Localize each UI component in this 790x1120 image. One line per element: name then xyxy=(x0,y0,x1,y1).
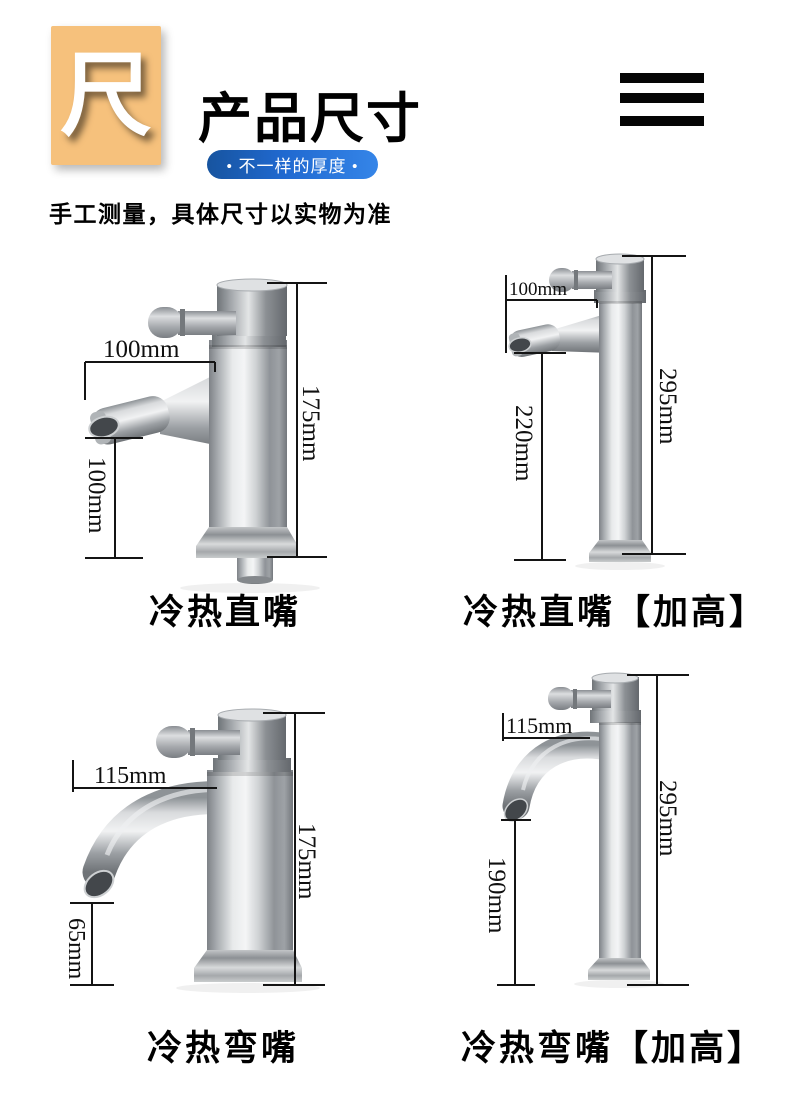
dimension-label-spout-length: 100mm xyxy=(103,336,180,363)
dimension-line-total-height xyxy=(263,712,325,986)
product-name-1: 冷热直嘴 xyxy=(148,593,301,632)
dimension-line-spout-length xyxy=(505,275,598,353)
faucet-diagram-straight-tall: 100mm 220mm 295mm xyxy=(505,253,686,570)
product-name-4: 冷热弯嘴【加高】 xyxy=(460,1029,765,1068)
handle-knob xyxy=(548,687,574,710)
dimension-label-spout-length: 100mm xyxy=(509,279,567,300)
dimension-line-spout-length xyxy=(502,713,590,741)
dimension-annotations: 115mm 190mm 295mm xyxy=(483,674,689,986)
handle-lever xyxy=(571,690,611,708)
dimension-label-spout-height: 190mm xyxy=(483,857,510,934)
faucet-illustration xyxy=(82,708,320,993)
product-name-2: 冷热直嘴【加高】 xyxy=(462,593,767,632)
dimension-annotations: 100mm 175mm 100mm xyxy=(83,282,327,559)
dimension-label-total-height: 295mm xyxy=(654,780,681,857)
dimension-line-total-height xyxy=(267,282,327,558)
spout-opening xyxy=(83,869,115,899)
product-name-3: 冷热弯嘴 xyxy=(146,1029,299,1068)
dimension-line-spout-height xyxy=(70,902,114,986)
faucet-illustration xyxy=(502,672,664,988)
dimension-line-spout-length xyxy=(72,760,217,792)
dimension-label-spout-length: 115mm xyxy=(506,713,572,738)
tagline-pill: • 不一样的厚度 • xyxy=(207,150,378,179)
ruler-badge: 尺 xyxy=(51,26,161,165)
handle-knob xyxy=(148,307,182,338)
measurement-note: 手工测量，具体尺寸以实物为准 xyxy=(49,201,392,227)
handle-lever xyxy=(572,271,612,289)
page-title: 产品尺寸 xyxy=(198,89,422,149)
handle-knob xyxy=(156,726,192,758)
menu-bar xyxy=(620,73,704,83)
handle-lever xyxy=(178,311,236,335)
dimension-label-total-height: 175mm xyxy=(293,823,320,900)
spout-opening xyxy=(508,337,532,353)
faucet-illustration xyxy=(508,253,665,570)
dimension-annotations: 100mm 220mm 295mm xyxy=(505,255,686,561)
dimension-line-spout-height xyxy=(85,437,143,559)
dimension-label-spout-height: 65mm xyxy=(63,918,89,980)
dimension-label-spout-height: 220mm xyxy=(510,405,537,482)
dimension-line-total-height xyxy=(627,674,689,986)
dimension-line-spout-height xyxy=(514,352,566,561)
menu-bar xyxy=(620,93,704,103)
ruler-badge-char: 尺 xyxy=(59,44,152,147)
dimension-line-total-height xyxy=(622,255,686,555)
faucet-diagram-straight-short: 100mm 175mm 100mm xyxy=(83,278,327,593)
menu-bar xyxy=(620,116,704,126)
handle-knob xyxy=(549,268,575,292)
dimension-label-spout-height: 100mm xyxy=(83,457,110,534)
dimension-line-spout-length xyxy=(84,361,216,400)
spout-opening xyxy=(503,798,529,822)
dimension-label-total-height: 175mm xyxy=(297,385,324,462)
spout-opening xyxy=(88,415,120,439)
dimension-label-spout-length: 115mm xyxy=(94,763,167,789)
dimension-label-total-height: 295mm xyxy=(654,368,681,445)
dimension-line-spout-height xyxy=(497,819,535,986)
faucet-diagram-curved-short: 115mm 65mm 175mm xyxy=(63,708,325,993)
dimension-annotations: 115mm 65mm 175mm xyxy=(63,712,325,986)
faucet-illustration xyxy=(88,278,320,593)
faucet-diagram-curved-tall: 115mm 190mm 295mm xyxy=(483,672,689,988)
handle-lever xyxy=(188,730,240,755)
tagline-text: • 不一样的厚度 • xyxy=(226,157,359,176)
